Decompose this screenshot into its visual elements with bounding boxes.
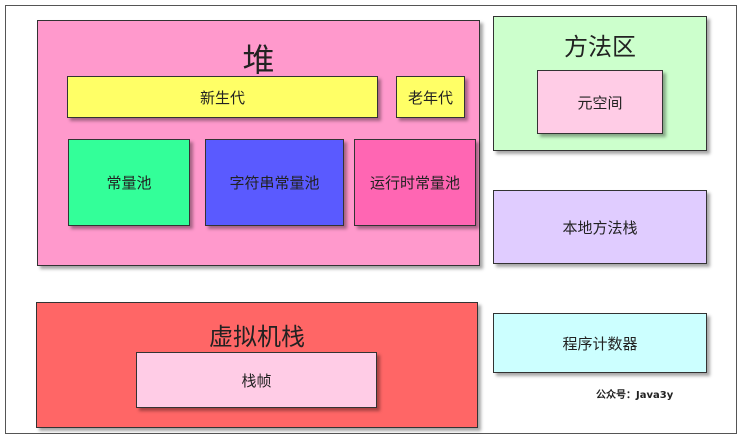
- metaspace-label: 元空间: [577, 93, 623, 112]
- heap-title: 堆: [242, 41, 275, 79]
- young-generation-box: 新生代: [67, 76, 378, 118]
- method-area-title: 方法区: [564, 33, 636, 61]
- pc-register-box: 程序计数器: [493, 313, 707, 373]
- constant-pool-label: 常量池: [106, 174, 152, 192]
- string-constant-pool-box: 字符串常量池: [205, 139, 344, 226]
- pc-register-label: 程序计数器: [562, 334, 638, 353]
- stack-frame-box: 栈帧: [136, 352, 377, 408]
- vm-stack-title: 虚拟机栈: [209, 323, 305, 351]
- constant-pool-box: 常量池: [68, 139, 190, 226]
- native-method-stack-label: 本地方法栈: [562, 218, 638, 237]
- runtime-constant-pool-label: 运行时常量池: [369, 174, 460, 192]
- watermark-text: 公众号：Java3y: [596, 390, 674, 401]
- native-method-stack-box: 本地方法栈: [493, 190, 707, 264]
- old-generation-label: 老年代: [407, 88, 453, 107]
- runtime-constant-pool-box: 运行时常量池: [354, 139, 476, 226]
- stack-frame-label: 栈帧: [241, 371, 272, 390]
- old-generation-box: 老年代: [396, 76, 465, 118]
- young-generation-label: 新生代: [199, 88, 245, 107]
- string-constant-pool-label: 字符串常量池: [229, 174, 320, 192]
- metaspace-box: 元空间: [537, 70, 663, 134]
